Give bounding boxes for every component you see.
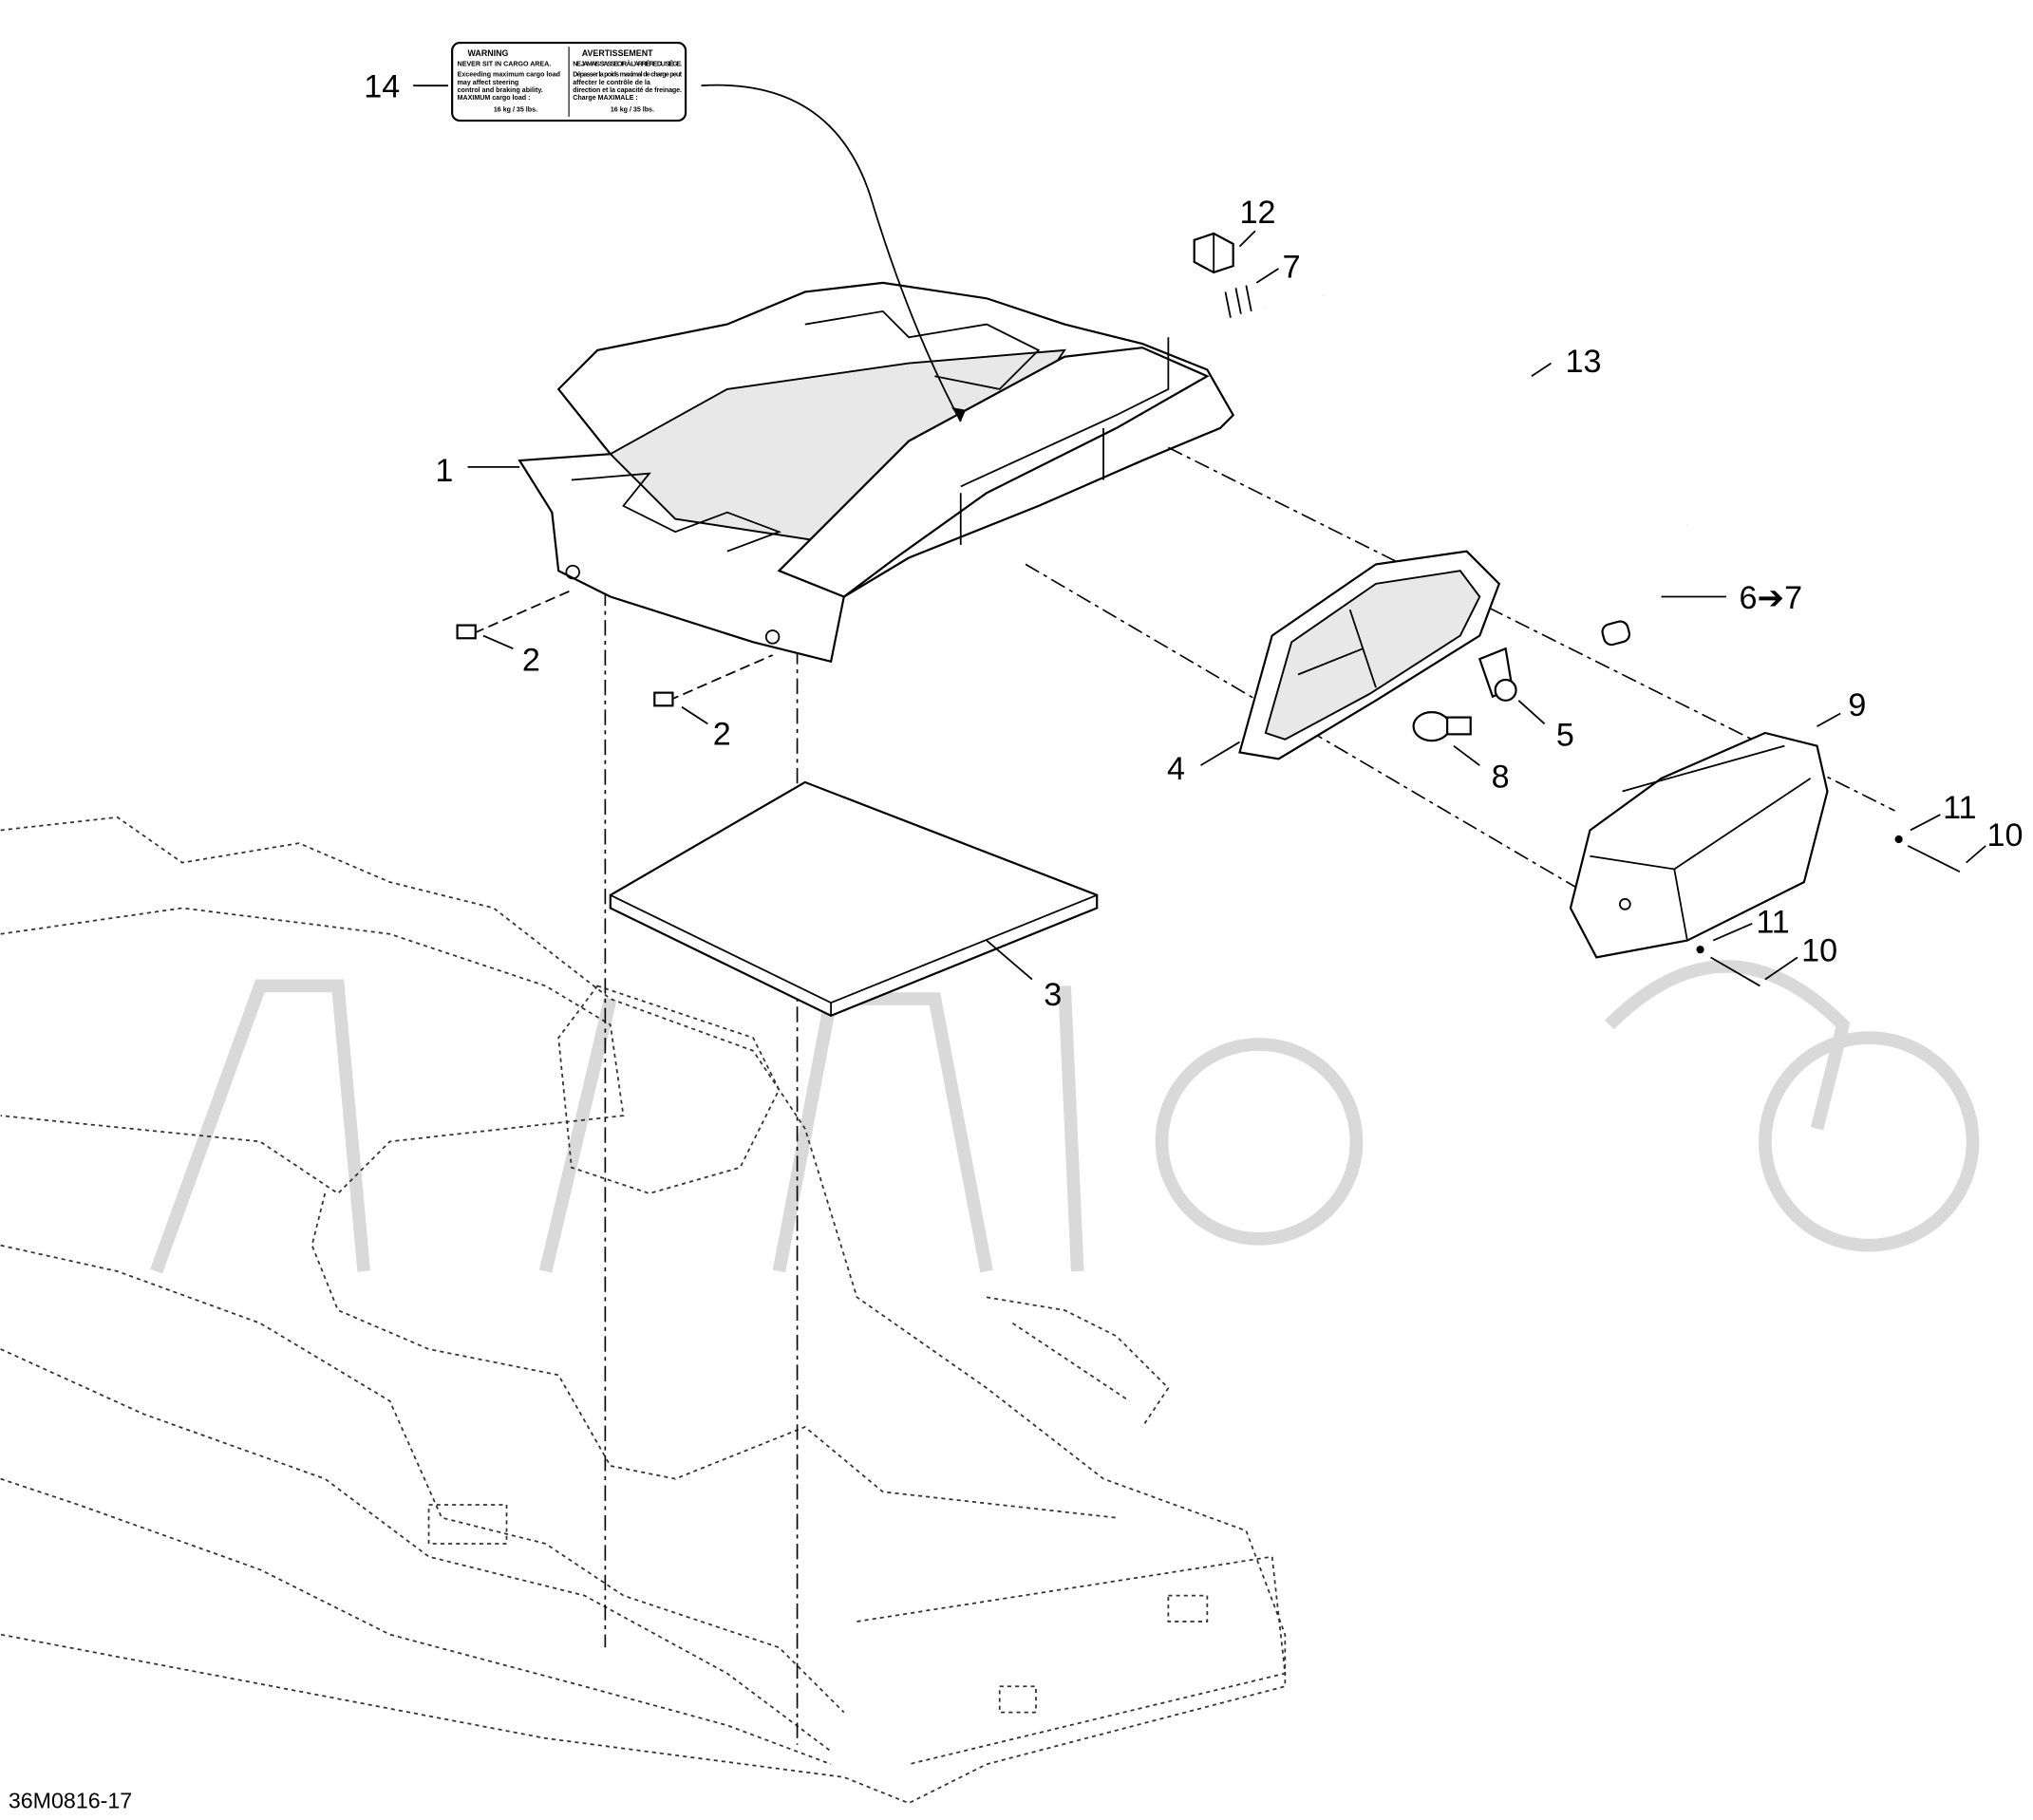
callout-2: 2	[713, 716, 731, 752]
callout-7: 7	[1283, 249, 1301, 285]
part-12-connector[interactable]	[1193, 232, 1234, 274]
sticker-left-subtitle: NEVER SIT IN CARGO AREA.	[458, 61, 552, 68]
part-13-wiring-harness[interactable]	[1265, 286, 1688, 647]
callout-10: 10	[1987, 817, 2024, 854]
callout-9: 9	[1848, 687, 1866, 723]
sticker-left-line: may affect steering	[458, 79, 519, 86]
callout-1: 1	[435, 453, 453, 489]
sticker-right-line: affecter le contrôle de la	[573, 79, 650, 86]
sticker-arrow	[701, 84, 962, 422]
callout-2: 2	[522, 642, 540, 678]
sticker-right-subtitle: NE JAMAIS S'ASSEOIR À L'ARRIÈRE DU SIÈGE…	[573, 60, 682, 68]
part-4-taillight-housing[interactable]	[1238, 550, 1501, 760]
part-10-screw[interactable]	[1696, 946, 1760, 987]
sticker-right-line: 16 kg / 35 lbs.	[611, 106, 654, 114]
sticker-left-line: control and braking ability.	[458, 86, 543, 94]
callout-3: 3	[1044, 977, 1062, 1013]
callout-11: 11	[1756, 904, 1789, 940]
part-3-pad[interactable]	[609, 780, 1099, 1018]
part-2-screw[interactable]	[653, 654, 773, 725]
diagram-code: 36M0816-17	[9, 1789, 132, 1813]
part-5-socket[interactable]	[1478, 647, 1517, 702]
callout-5: 5	[1556, 718, 1574, 754]
callout-10: 10	[1801, 932, 1837, 968]
sticker-left-title: WARNING	[468, 48, 509, 58]
callout-11: 11	[1943, 790, 1976, 826]
callout-12: 12	[1240, 195, 1276, 231]
part-10-screw[interactable]	[1894, 835, 1961, 872]
part-1-rear-rack[interactable]	[518, 281, 1235, 664]
callout-8: 8	[1492, 759, 1510, 795]
sticker-left-line: 16 kg / 35 lbs.	[494, 106, 537, 114]
sticker-right-line: direction et la capacité de freinage.	[573, 86, 682, 94]
part-8-bulb[interactable]	[1412, 711, 1472, 742]
vehicle-frame	[0, 816, 1287, 1805]
sticker-right-line: Dépasser la poids maximal de charge peut	[573, 71, 682, 79]
part-14-warning-sticker[interactable]: WARNING NEVER SIT IN CARGO AREA. Exceedi…	[451, 41, 687, 122]
callout-14: 14	[364, 68, 400, 104]
sticker-left-line: MAXIMUM cargo load :	[458, 94, 531, 102]
watermark	[150, 960, 1980, 1274]
callout-4: 4	[1167, 751, 1185, 787]
callout-6-to-7: 6➔7	[1740, 580, 1803, 616]
callout-13: 13	[1565, 344, 1601, 380]
sticker-right-line: Charge MAXIMALE :	[573, 94, 638, 102]
sticker-right-title: AVERTISSEMENT	[582, 48, 653, 58]
part-2-screw[interactable]	[456, 589, 573, 649]
sticker-left-line: Exceeding maximum cargo load	[458, 71, 560, 79]
part-7-terminals[interactable]	[1224, 285, 1252, 318]
part-9-taillight-lens[interactable]	[1569, 731, 1829, 959]
